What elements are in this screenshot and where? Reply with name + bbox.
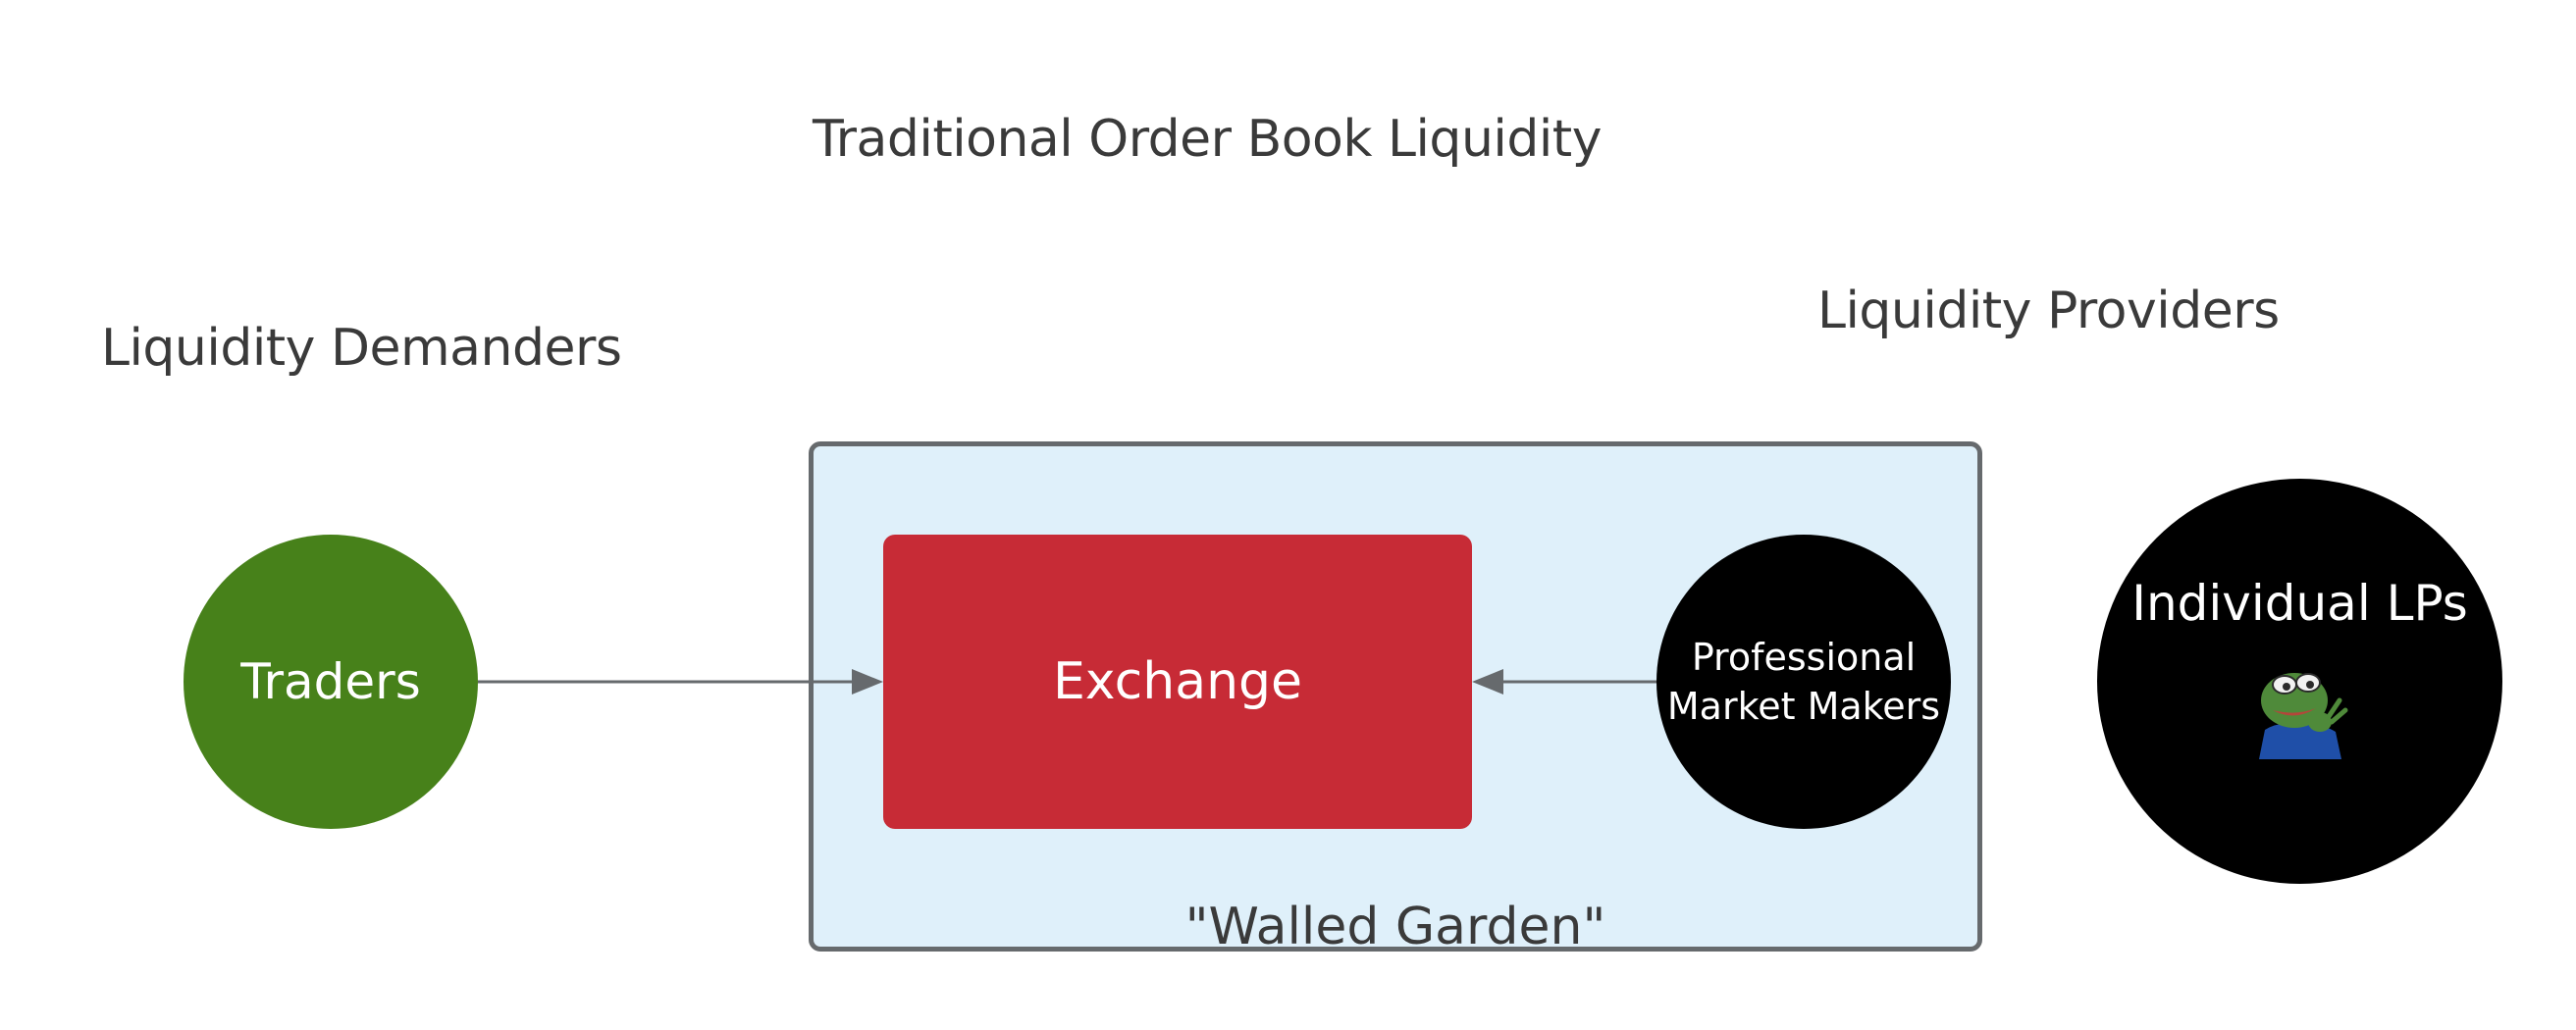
market-makers-node: Professional Market Makers bbox=[1656, 535, 1951, 829]
individual-lps-node: Individual LPs bbox=[2097, 479, 2502, 884]
pepe-frog-icon bbox=[2258, 672, 2347, 759]
traders-node: Traders bbox=[184, 535, 478, 829]
walled-garden-label: "Walled Garden" bbox=[1184, 898, 1606, 956]
liquidity-providers-label: Liquidity Providers bbox=[1817, 282, 2280, 340]
liquidity-demanders-label: Liquidity Demanders bbox=[101, 319, 622, 378]
diagram-title: Traditional Order Book Liquidity bbox=[813, 110, 1602, 169]
market-makers-label-line1: Professional bbox=[1691, 636, 1917, 679]
traders-label: Traders bbox=[240, 653, 421, 710]
market-makers-label-line2: Market Makers bbox=[1666, 685, 1941, 728]
individual-lps-label: Individual LPs bbox=[2131, 574, 2468, 632]
exchange-node: Exchange bbox=[883, 535, 1472, 829]
exchange-label: Exchange bbox=[1052, 652, 1303, 711]
